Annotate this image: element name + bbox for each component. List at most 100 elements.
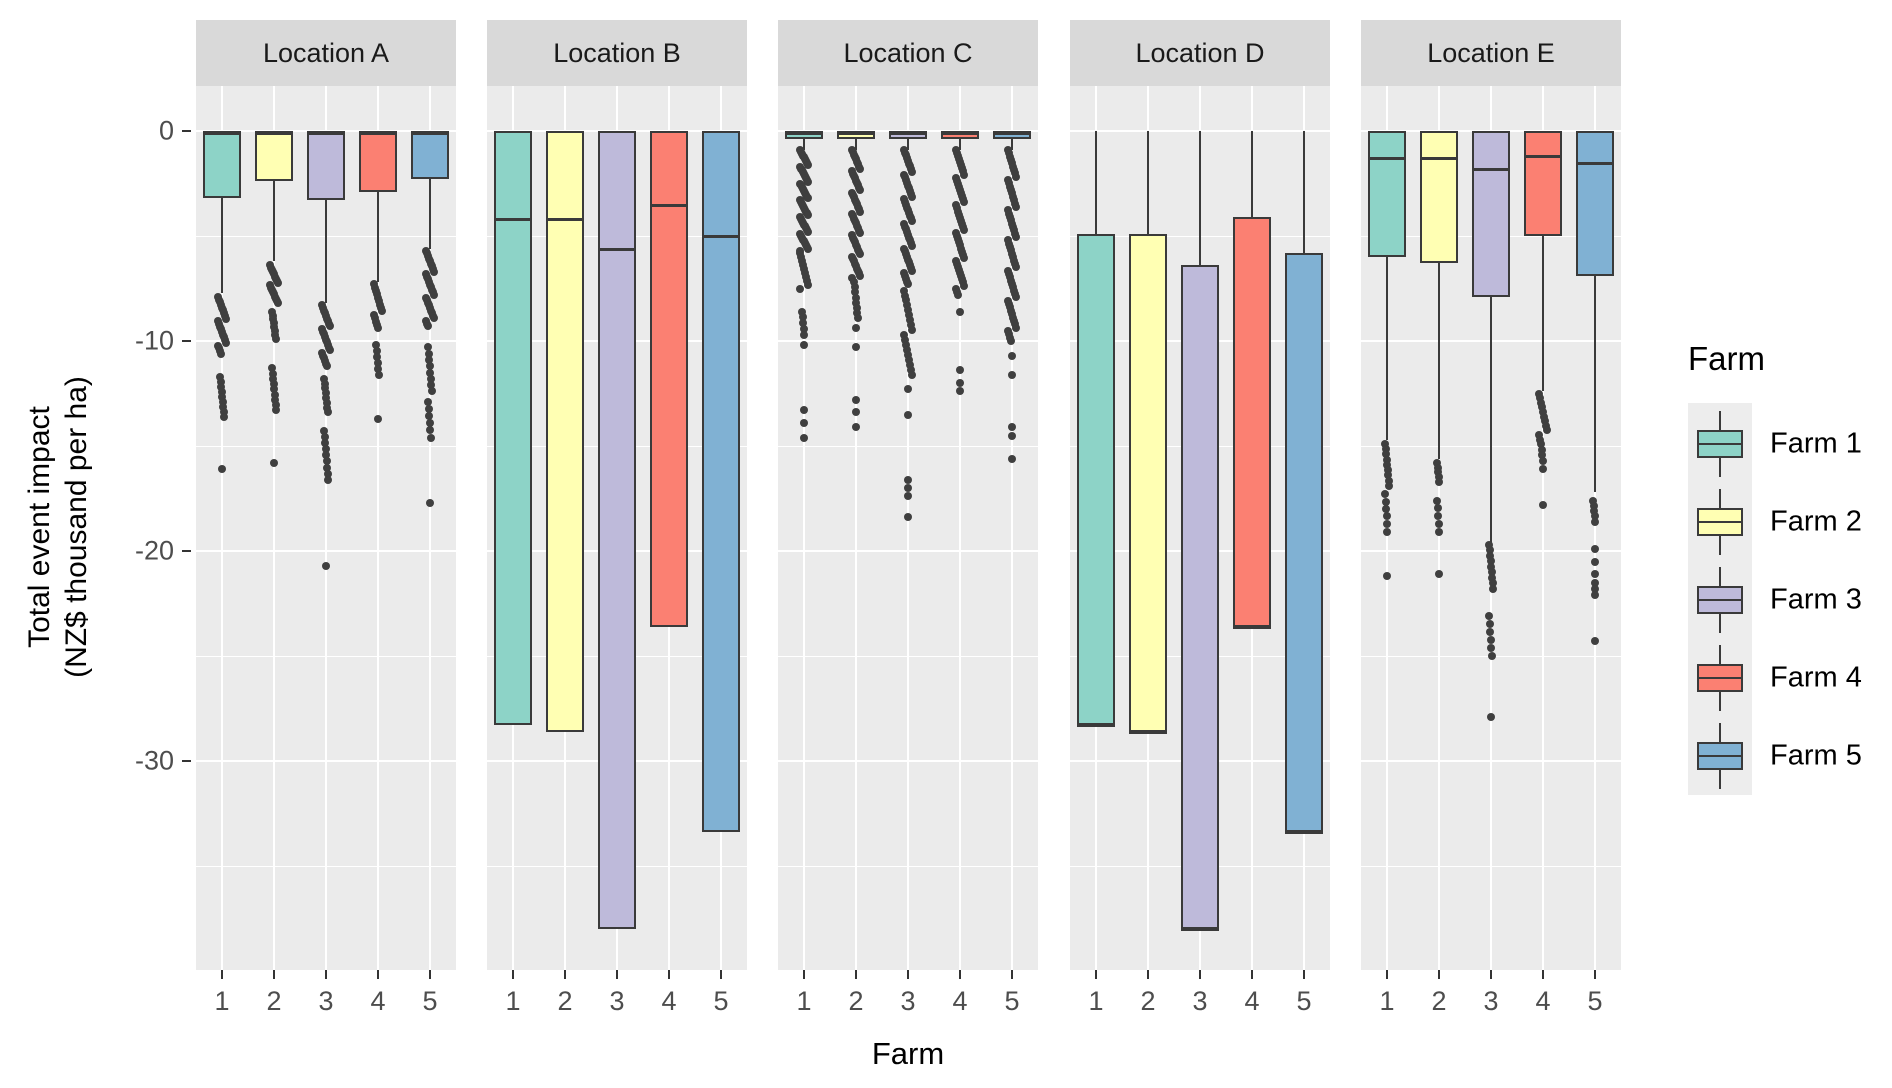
boxplot-location-b-farm-4 xyxy=(650,131,688,627)
boxplot-location-a-farm-3 xyxy=(307,131,345,201)
x-tick-mark-farm-4 xyxy=(959,970,961,979)
outlier-dot xyxy=(219,407,228,416)
lower-whisker-farm-3 xyxy=(1490,296,1492,543)
y-axis-title-line2: (NZ$ thousand per ha) xyxy=(60,376,93,678)
x-tick-label-farm-2: 2 xyxy=(1140,986,1156,1016)
outlier-dot xyxy=(908,266,916,275)
outlier-dot xyxy=(1434,520,1443,529)
median-line-farm-4 xyxy=(1233,625,1271,629)
outlier-dot xyxy=(1538,451,1546,460)
outlier-dot xyxy=(851,288,859,297)
median-line-farm-1 xyxy=(1077,724,1115,728)
outlier-dot xyxy=(424,405,433,414)
outlier-dot xyxy=(1487,644,1495,653)
facet-panel-location-a xyxy=(196,86,456,970)
outlier-dot xyxy=(901,291,909,300)
facet-panel-location-d xyxy=(1070,86,1330,970)
outlier-dot xyxy=(904,280,912,289)
outlier-dot xyxy=(268,369,277,378)
boxplot-location-b-farm-5 xyxy=(702,131,740,833)
boxplot-location-b-farm-3 xyxy=(598,131,636,929)
outlier-dot xyxy=(1487,712,1495,721)
outlier-dot xyxy=(269,380,278,389)
facet-strip-location-b: Location B xyxy=(487,20,747,86)
outlier-dot xyxy=(217,387,226,396)
y-axis-title-line1: Total event impact xyxy=(23,406,56,648)
outlier-dot xyxy=(320,379,329,388)
outlier-dot xyxy=(1486,636,1495,645)
outlier-dot xyxy=(850,283,859,292)
outlier-dot xyxy=(271,334,280,343)
outlier-dot xyxy=(321,389,330,398)
outlier-dot xyxy=(271,401,280,410)
boxplot-location-b-farm-2 xyxy=(546,131,584,732)
outlier-dot xyxy=(430,314,438,323)
outlier-dot xyxy=(426,374,435,383)
outlier-dot xyxy=(322,394,330,402)
x-tick-label-farm-3: 3 xyxy=(1192,986,1208,1016)
gridline-x-farm-1 xyxy=(221,86,223,970)
outlier-dot xyxy=(1381,497,1390,506)
outlier-dot xyxy=(907,365,915,374)
lower-whisker-farm-2 xyxy=(273,181,275,262)
y-tick-label--30: -30 xyxy=(134,745,174,776)
legend-glyph-median-line xyxy=(1697,599,1743,601)
outlier-dot xyxy=(268,364,276,373)
boxplot-location-c-farm-1 xyxy=(785,131,823,140)
median-line-farm-5 xyxy=(1285,831,1323,835)
outlier-dot xyxy=(218,397,227,406)
outlier-dot xyxy=(1591,637,1599,646)
outlier-dot xyxy=(1537,439,1545,448)
outlier-dot xyxy=(903,345,911,354)
outlier-dot xyxy=(323,463,331,472)
outlier-dot xyxy=(271,395,279,404)
x-tick-label-farm-2: 2 xyxy=(1431,986,1447,1016)
gridline-x-farm-5 xyxy=(1594,86,1596,970)
outlier-dot xyxy=(1433,504,1442,513)
upper-whisker-farm-1 xyxy=(1095,131,1097,234)
outlier-dot xyxy=(1382,450,1390,459)
outlier-dot xyxy=(1381,439,1389,448)
outlier-dot xyxy=(904,484,912,492)
outlier-dot xyxy=(902,296,910,305)
x-tick-mark-farm-2 xyxy=(273,970,275,979)
outlier-dot xyxy=(908,370,916,379)
median-line-farm-2 xyxy=(1420,157,1458,161)
outlier-dot xyxy=(427,387,436,396)
boxplot-location-c-farm-3 xyxy=(889,131,927,140)
outlier-dot xyxy=(424,397,432,406)
outlier-dot xyxy=(430,291,438,300)
outlier-dot xyxy=(374,370,383,379)
outlier-dot xyxy=(904,385,912,394)
outlier-dot xyxy=(1383,460,1391,469)
legend-key-farm-1 xyxy=(1688,407,1752,481)
outlier-dot xyxy=(321,439,329,448)
outlier-dot xyxy=(796,284,804,293)
x-tick-label-farm-2: 2 xyxy=(848,986,864,1016)
legend-key-farm-5 xyxy=(1688,719,1752,793)
x-tick-label-farm-4: 4 xyxy=(952,986,968,1016)
outlier-dot xyxy=(800,406,808,415)
x-tick-mark-farm-3 xyxy=(1490,970,1492,979)
upper-whisker-farm-4 xyxy=(1251,131,1253,218)
outlier-dot xyxy=(1485,546,1494,555)
outlier-dot xyxy=(1488,579,1497,588)
outlier-dot xyxy=(1383,466,1392,475)
legend-glyph-median-line xyxy=(1697,443,1743,445)
outlier-dot xyxy=(430,267,438,276)
outlier-dot xyxy=(322,561,330,570)
outlier-dot xyxy=(426,368,434,377)
outlier-dot xyxy=(222,314,230,323)
outlier-dot xyxy=(1591,578,1599,587)
x-tick-mark-farm-1 xyxy=(1386,970,1388,979)
x-tick-label-farm-3: 3 xyxy=(1483,986,1499,1016)
gridline-x-farm-4 xyxy=(959,86,961,970)
outlier-dot xyxy=(426,498,434,507)
outlier-dot xyxy=(904,475,912,484)
y-tick-mark--20 xyxy=(182,550,191,552)
outlier-dot xyxy=(1382,455,1391,464)
legend-label-farm-3: Farm 3 xyxy=(1770,583,1862,616)
outlier-dot xyxy=(326,346,334,355)
outlier-dot xyxy=(1434,472,1443,481)
median-line-farm-3 xyxy=(598,247,636,251)
